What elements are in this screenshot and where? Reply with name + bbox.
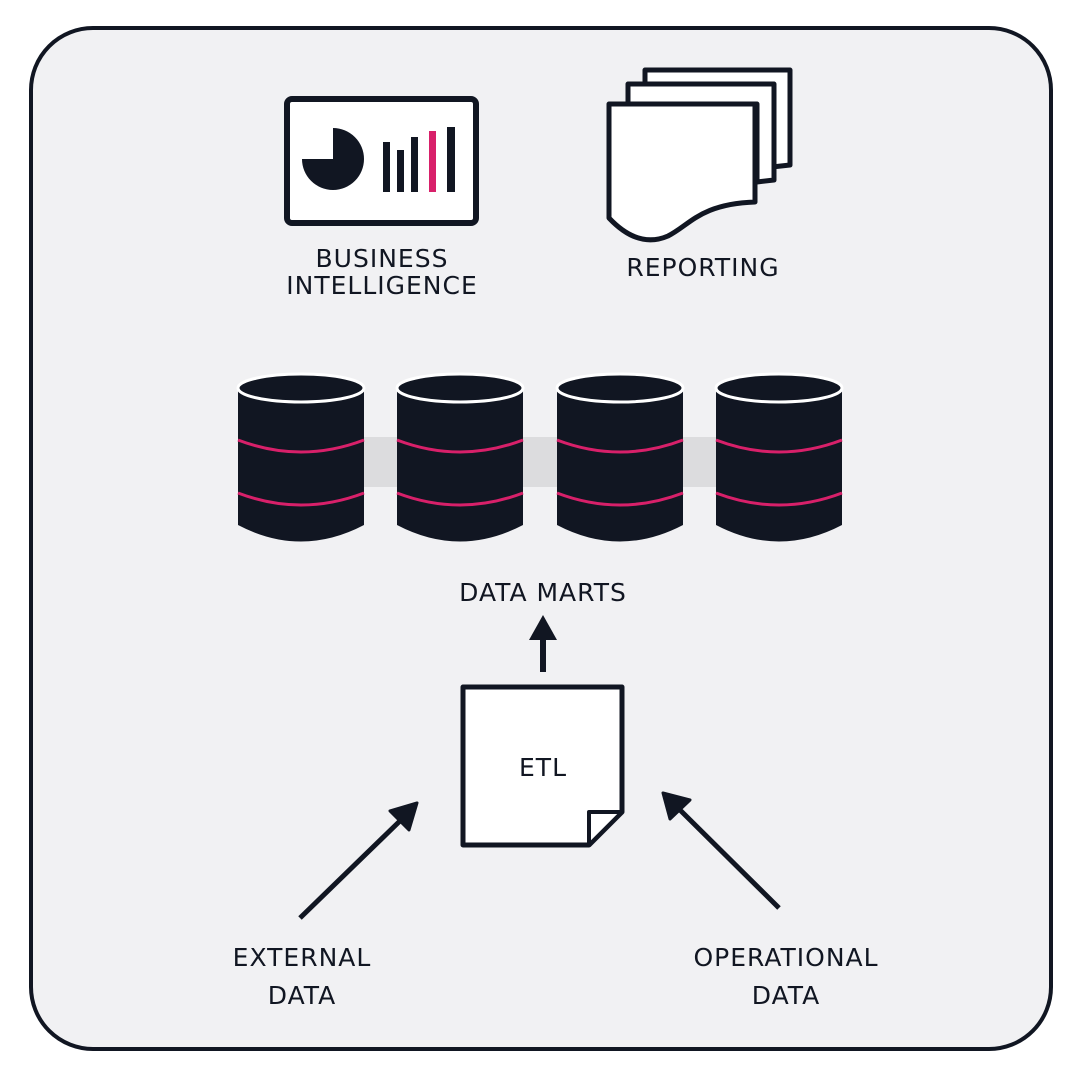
external-label-line2: DATA xyxy=(268,981,336,1010)
external-label-line1: EXTERNAL xyxy=(233,943,372,972)
dashboard-icon xyxy=(284,96,479,226)
data-marts-label: DATA MARTS xyxy=(459,578,627,607)
database-icon xyxy=(395,372,525,542)
documents-icon xyxy=(606,67,793,243)
database-icon xyxy=(555,372,685,542)
operational-label-line1: OPERATIONAL xyxy=(693,943,878,972)
etl-label: ETL xyxy=(519,753,567,782)
diagram-frame xyxy=(29,26,1053,1051)
bi-label-line1: BUSINESS xyxy=(316,244,449,273)
reporting-label: REPORTING xyxy=(626,253,779,282)
operational-label-line2: DATA xyxy=(752,981,820,1010)
bi-label-line2: INTELLIGENCE xyxy=(286,271,478,300)
arrow-external-icon xyxy=(298,801,419,920)
etl-document-icon xyxy=(460,684,625,848)
database-icon xyxy=(236,372,366,542)
database-icon xyxy=(714,372,844,542)
arrow-operational-icon xyxy=(661,791,781,910)
arrow-up-icon xyxy=(529,615,557,672)
